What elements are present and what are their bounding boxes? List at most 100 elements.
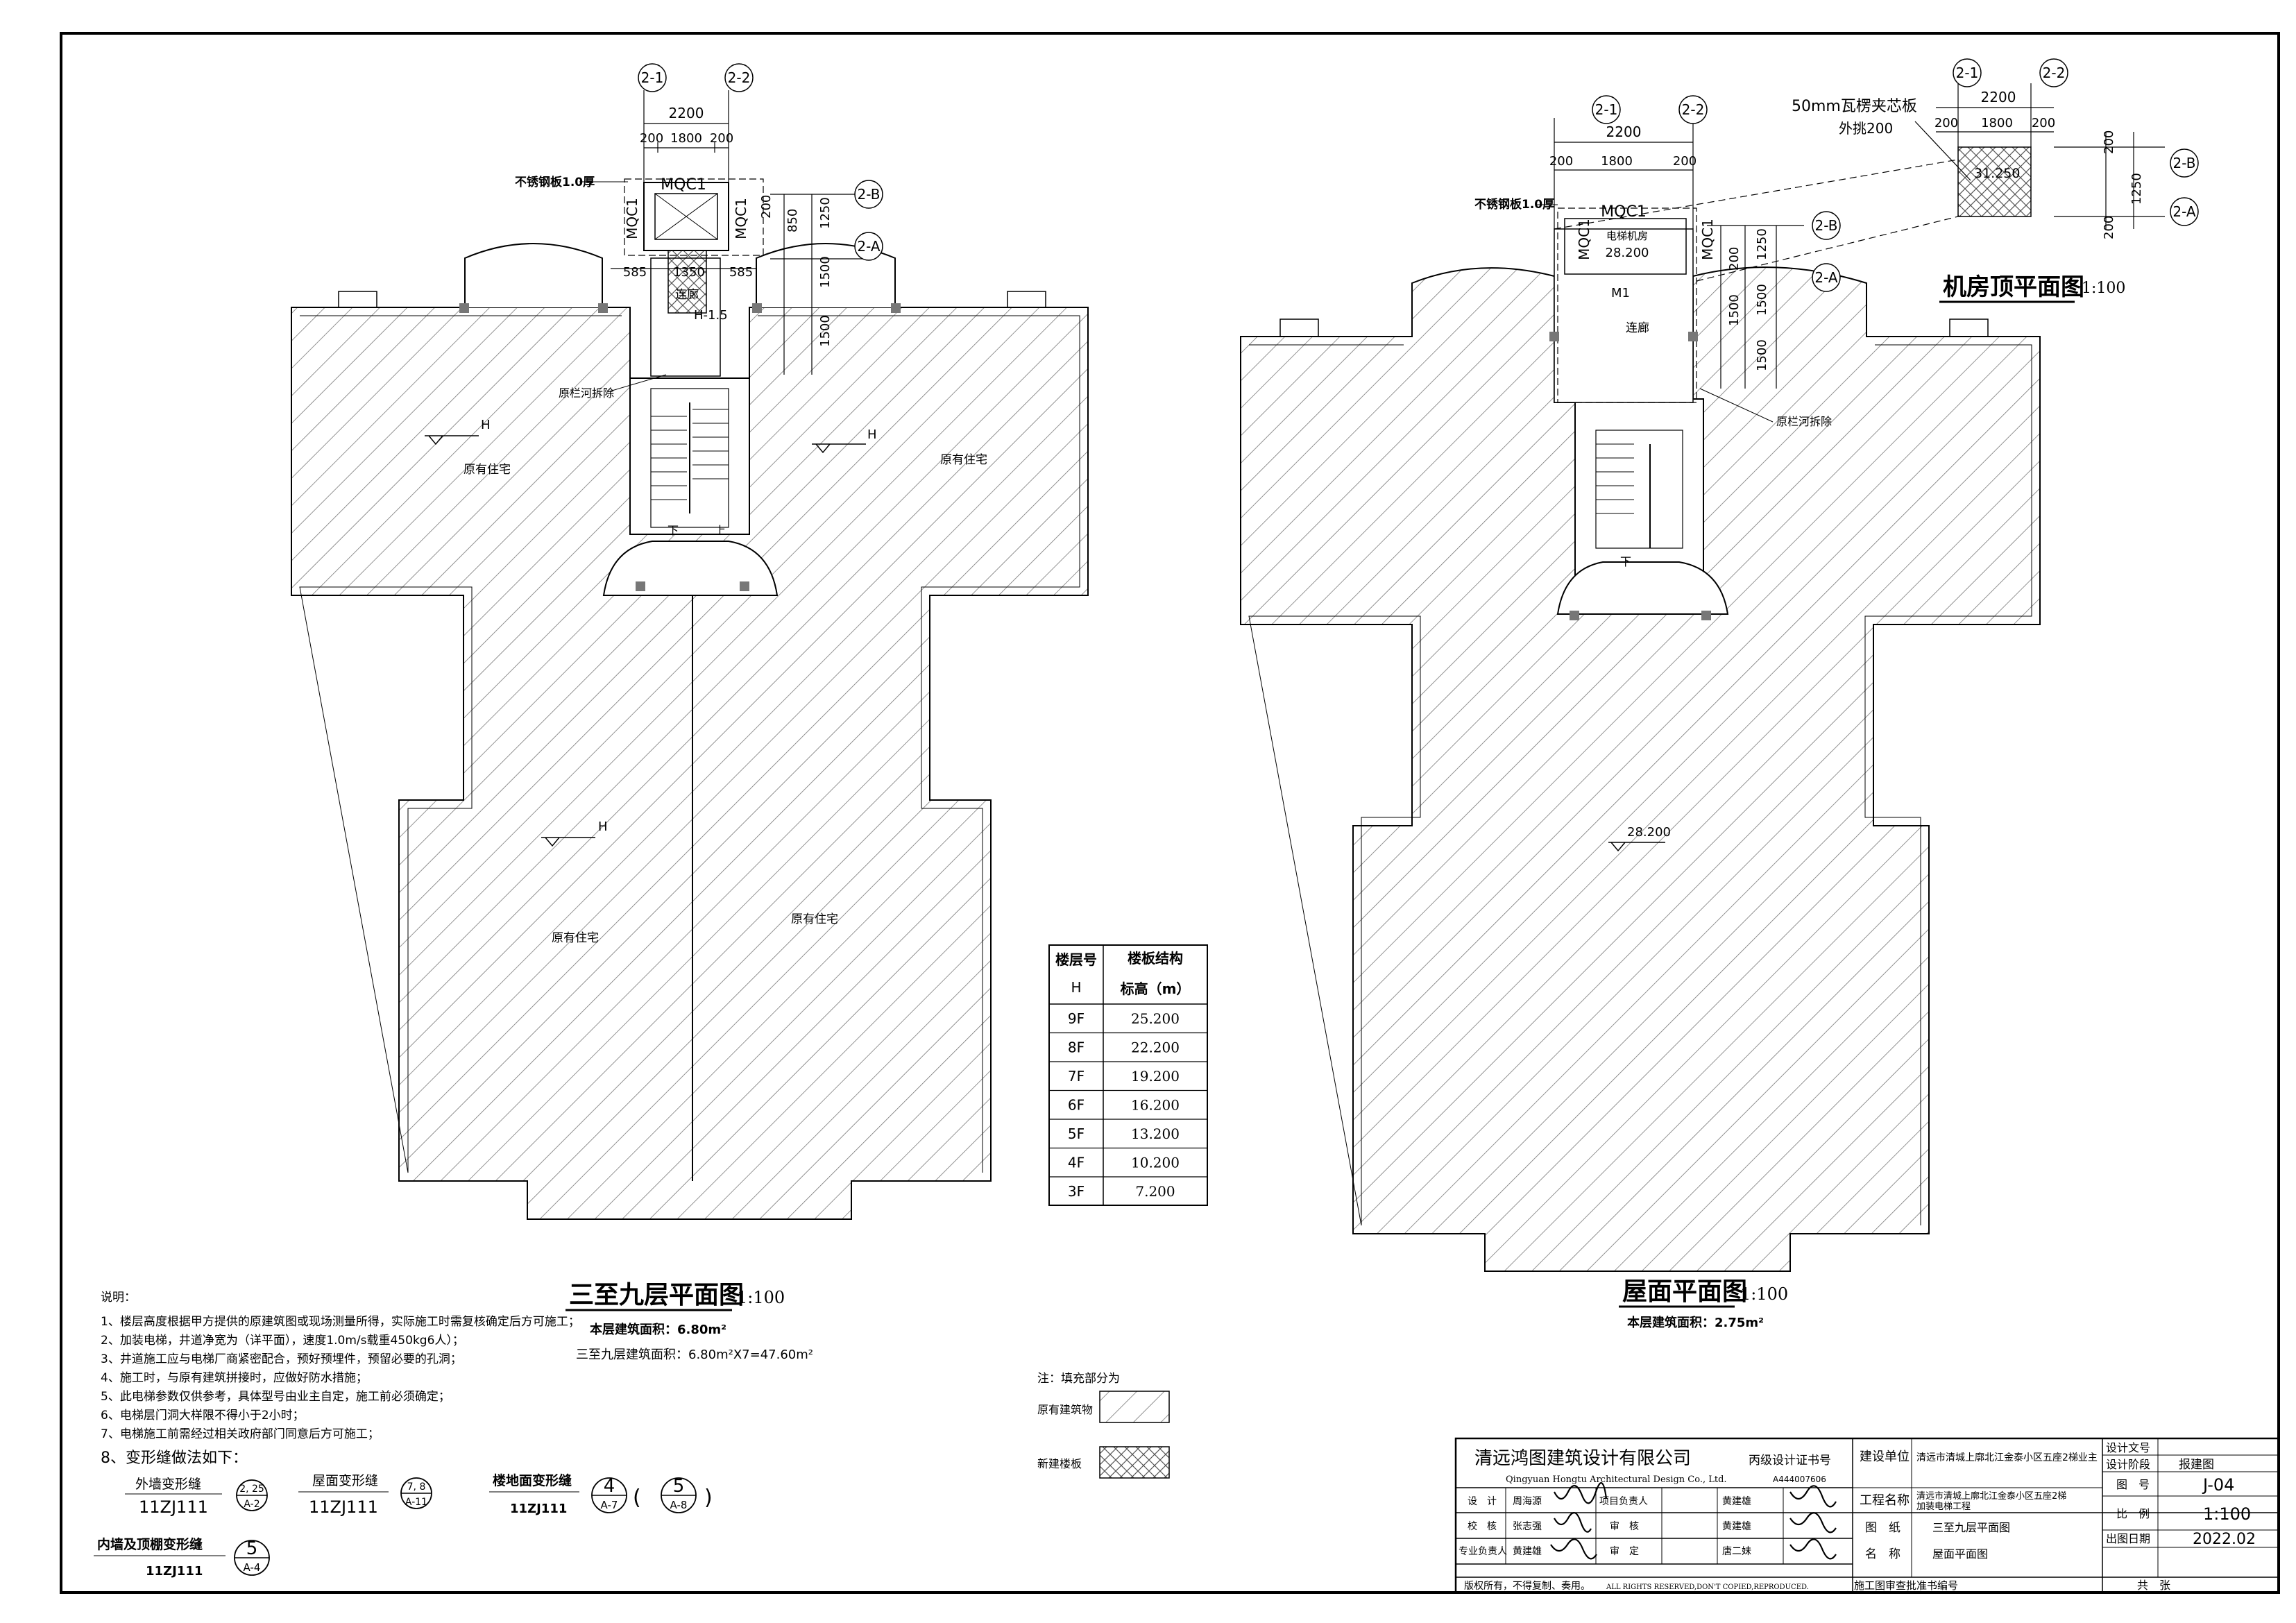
stair-up: 上 [715, 524, 726, 537]
machine-roof-detail: 2-1 2-2 2-B 2-A 2200 200 1800 200 200 12… [1554, 58, 2199, 303]
axis-2-a: 2-A [857, 238, 881, 255]
axis-2-2-r: 2-2 [1682, 101, 1705, 118]
note-6: 6、电梯层门洞大样限不得小于2小时； [101, 1409, 305, 1422]
client-label: 建设单位 [1860, 1450, 1910, 1464]
plan-left-title: 三至九层平面图 [569, 1281, 744, 1309]
drawing-name-2: 屋面平面图 [1932, 1547, 1988, 1561]
table-header-floor-h: H [1071, 979, 1081, 996]
table-row-floor: 6F [1068, 1097, 1085, 1114]
note-overhang: 外挑200 [1839, 120, 1893, 137]
joint-1-label: 外墙变形缝 [135, 1477, 201, 1492]
table-header-elev: 标高（m） [1121, 980, 1191, 997]
stair-down: 下 [667, 524, 679, 537]
legend-new-swatch [1099, 1446, 1170, 1479]
dim-v-1500b: 1500 [818, 315, 833, 347]
date-label: 出图日期 [2106, 1532, 2150, 1545]
table-header-slab: 楼板结构 [1128, 950, 1183, 967]
company-cn: 清远鸿图建筑设计有限公司 [1474, 1448, 1691, 1469]
residence-label-2: 原有住宅 [940, 453, 987, 467]
dim-top-overall: 2200 [669, 105, 704, 121]
row-1-name2: 黄建雄 [1722, 1495, 1751, 1507]
mqc-side-right: MQC1 [733, 198, 749, 239]
row-1-name: 周海源 [1513, 1496, 1542, 1507]
axis-2-b-r: 2-B [1815, 217, 1838, 234]
joint-3-top-2: 5 [673, 1476, 685, 1497]
dim-side-right: 585 [729, 265, 753, 280]
dim-corridor-width: 1350 [673, 265, 705, 280]
dim-r-v-1500a: 1500 [1755, 284, 1769, 316]
plan-left [291, 178, 1089, 1220]
signature-marks [1550, 1482, 1837, 1560]
dim-v-850: 850 [785, 209, 800, 232]
axis-2-1-m: 2-1 [1956, 65, 1979, 81]
machine-roof-elev: 31.250 [1974, 166, 2020, 181]
dim-r-v-1250: 1250 [1755, 228, 1769, 260]
plan-right-area: 本层建筑面积：2.75m² [1627, 1315, 1764, 1330]
title-block [1454, 1437, 2280, 1594]
rights-en: ALL RIGHTS RESERVED,DON'T COPIED,REPRODU… [1606, 1583, 1809, 1591]
joint-3-top: 4 [604, 1476, 615, 1497]
rights-cn: 版权所有，不得复制、奏用。 [1464, 1580, 1590, 1592]
table-row-floor: 3F [1068, 1183, 1085, 1200]
note-7: 7、电梯施工前需经过相关政府部门同意后方可施工； [101, 1427, 380, 1441]
joint-3-bottom-2: A-8 [670, 1499, 688, 1511]
legend-heading: 注：填充部分为 [1037, 1372, 1120, 1386]
row-3-role: 专业负责人 [1459, 1546, 1507, 1557]
note-1: 1、楼层高度根据甲方提供的原建筑图或现场测量所得，实际施工时需复核确定后方可施工… [101, 1315, 580, 1329]
date-value: 2022.02 [2193, 1531, 2256, 1548]
note-2: 2、加装电梯，井道净宽为（详平面），速度1.0m/s载重450kg6人）； [101, 1334, 464, 1348]
corridor-label: 连廊 [675, 288, 699, 302]
row-2-name: 张志强 [1513, 1521, 1542, 1532]
table-row-floor: 9F [1068, 1010, 1085, 1027]
demolish-note: 原栏河拆除 [559, 386, 614, 400]
joint-4-label: 内墙及顶棚变形缝 [97, 1536, 203, 1552]
residence-label-1: 原有住宅 [464, 463, 511, 477]
plan-left-area: 本层建筑面积：6.80m² [590, 1322, 726, 1337]
joint-3-label: 楼地面变形缝 [493, 1472, 572, 1488]
mqc-side-left-r: MQC1 [1576, 219, 1592, 260]
svg-text:): ) [704, 1486, 713, 1510]
joint-2-code: 11ZJ111 [309, 1497, 378, 1517]
joint-1-top: 2, 25 [239, 1484, 264, 1495]
legend: 注：填充部分为 原有建筑物 新建楼板 [1037, 1372, 1170, 1479]
table-row-floor: 4F [1068, 1155, 1085, 1171]
h-label: H-1.5 [694, 308, 728, 323]
table-row-elev: 19.200 [1131, 1068, 1180, 1085]
joint-3-bottom: A-7 [601, 1499, 618, 1511]
machine-roof-title: 机房顶平面图 [1943, 273, 2084, 301]
note-board: 50mm瓦楞夹芯板 [1792, 98, 1917, 115]
table-row-elev: 13.200 [1131, 1125, 1180, 1142]
plan-right-scale: 1:100 [1740, 1284, 1788, 1304]
design-notes: 说明： 1、楼层高度根据甲方提供的原建筑图或现场测量所得，实际施工时需复核确定后… [94, 1291, 713, 1579]
project-label: 工程名称 [1860, 1493, 1910, 1508]
plan-right-title: 屋面平面图 [1622, 1277, 1747, 1306]
table-header-floor: 楼层号 [1055, 951, 1097, 968]
axis-2-a-m: 2-A [2172, 203, 2196, 220]
steel-note: 不锈钢板1.0厚 [515, 175, 595, 189]
axis-2-1-r: 2-1 [1595, 101, 1618, 118]
plan-right [1240, 207, 2041, 1272]
joint-2-top: 7, 8 [407, 1481, 426, 1493]
steel-note-r: 不锈钢板1.0厚 [1474, 197, 1554, 212]
dim-r-v-200: 200 [1727, 247, 1742, 271]
joint-2-label: 屋面变形缝 [312, 1473, 378, 1488]
dim-side-left: 585 [623, 265, 647, 280]
dim-v-200: 200 [759, 195, 774, 219]
dim-r-top-left: 200 [1549, 154, 1573, 169]
level-mark-3: H [598, 819, 608, 834]
doc-no-label: 设计文号 [2106, 1441, 2150, 1454]
note-5: 5、此电梯参数仅供参考，具体型号由业主自定，施工前必须确定； [101, 1390, 450, 1404]
row-2-role: 校 核 [1468, 1520, 1497, 1532]
table-row-elev: 22.200 [1131, 1039, 1180, 1056]
note-4: 4、施工时，与原有建筑拼接时，应做好防水措施； [101, 1371, 368, 1385]
axis-2-b-m: 2-B [2173, 155, 2196, 171]
dim-top-mid: 1800 [670, 131, 702, 146]
total-label: 共 张 [2137, 1579, 2170, 1592]
notes-heading: 说明： [101, 1291, 136, 1305]
dim-r-top-right: 200 [1673, 154, 1697, 169]
axis-2-2-m: 2-2 [2043, 65, 2066, 81]
roof-elev: 28.200 [1627, 825, 1671, 840]
client: 清远市清城上廓北江金泰小区五座2梯业主 [1916, 1452, 2098, 1463]
